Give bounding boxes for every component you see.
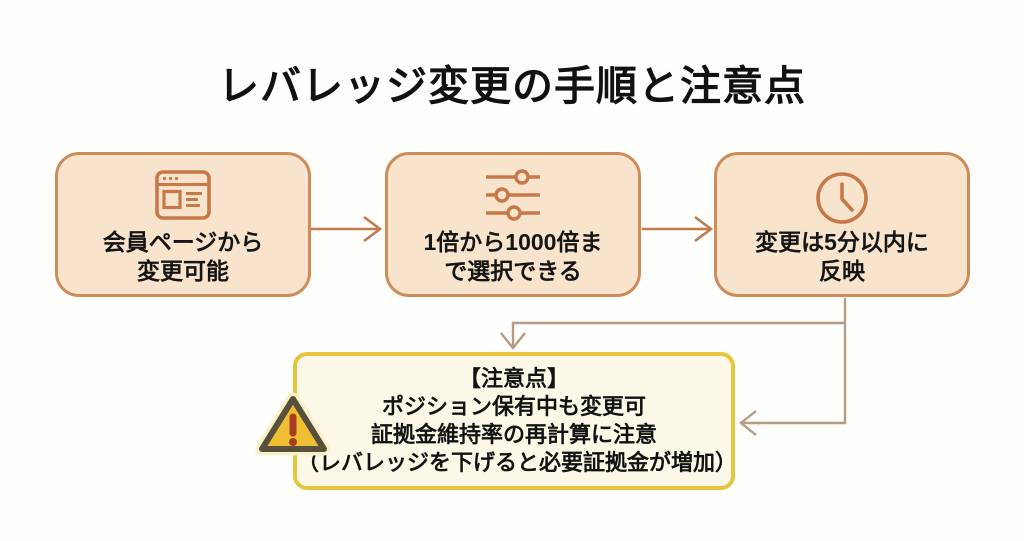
browser-window-icon — [58, 169, 308, 221]
caution-box: 【注意点】 ポジション保有中も変更可 証拠金維持率の再計算に注意 （レバレッジを… — [293, 352, 738, 490]
step-label: 会員ページから 変更可能 — [58, 228, 308, 286]
step-label-line1: 1倍から1000倍ま — [423, 229, 603, 255]
caution-line3: （レバレッジを下げると必要証拠金が増加） — [297, 450, 738, 475]
arrow-step1-to-step2 — [311, 215, 383, 243]
step-label: 変更は5分以内に 反映 — [717, 228, 967, 286]
step-label-line2: で選択できる — [444, 258, 582, 284]
caution-line1: ポジション保有中も変更可 — [381, 394, 646, 419]
caution-line2: 証拠金維持率の再計算に注意 — [370, 422, 657, 447]
step-box-reflect-time: 変更は5分以内に 反映 — [714, 152, 970, 297]
step-label-line1: 会員ページから — [102, 229, 264, 255]
step-box-leverage-range: 1倍から1000倍ま で選択できる — [385, 152, 641, 297]
connector-branch-to-caution-top — [500, 321, 845, 350]
step-label-line2: 変更可能 — [137, 258, 229, 284]
connector-step3-to-caution-side — [739, 298, 847, 436]
clock-icon — [717, 169, 967, 224]
step-label: 1倍から1000倍ま で選択できる — [388, 228, 638, 286]
caution-heading: 【注意点】 — [458, 366, 569, 391]
sliders-icon — [388, 169, 638, 221]
step-label-line2: 反映 — [819, 258, 865, 284]
warning-triangle-icon — [255, 392, 331, 463]
arrow-step2-to-step3 — [642, 215, 714, 243]
page-title: レバレッジ変更の手順と注意点 — [218, 63, 806, 109]
step-label-line1: 変更は5分以内に — [755, 229, 929, 255]
step-box-member-page: 会員ページから 変更可能 — [55, 152, 311, 297]
